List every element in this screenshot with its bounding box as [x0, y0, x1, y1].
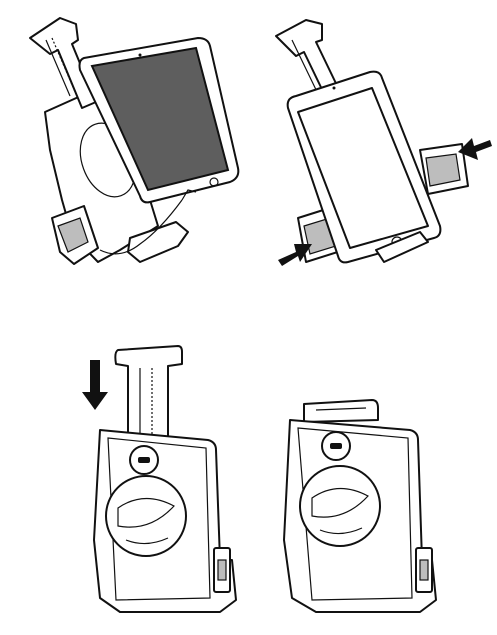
down-arrow-icon [82, 360, 108, 410]
top-clamp-4 [303, 399, 379, 423]
panel-step-4 [283, 399, 437, 613]
mount-ring [105, 475, 187, 557]
left-arrow-icon [458, 138, 492, 160]
mount-ring-4 [299, 465, 381, 547]
holder-body-3 [93, 429, 237, 613]
bottom-connector [375, 231, 429, 263]
bottom-clamp [51, 189, 197, 265]
panel-step-3 [82, 345, 237, 613]
extension-arm-2 [275, 19, 345, 107]
right-arrow-icon [278, 244, 312, 266]
panel-step-2 [275, 19, 492, 266]
tablet-white [286, 70, 442, 264]
tablet-dark [78, 37, 240, 204]
holder-body-4 [283, 419, 437, 613]
panel-step-1 [29, 17, 240, 265]
right-clamp [419, 143, 469, 195]
